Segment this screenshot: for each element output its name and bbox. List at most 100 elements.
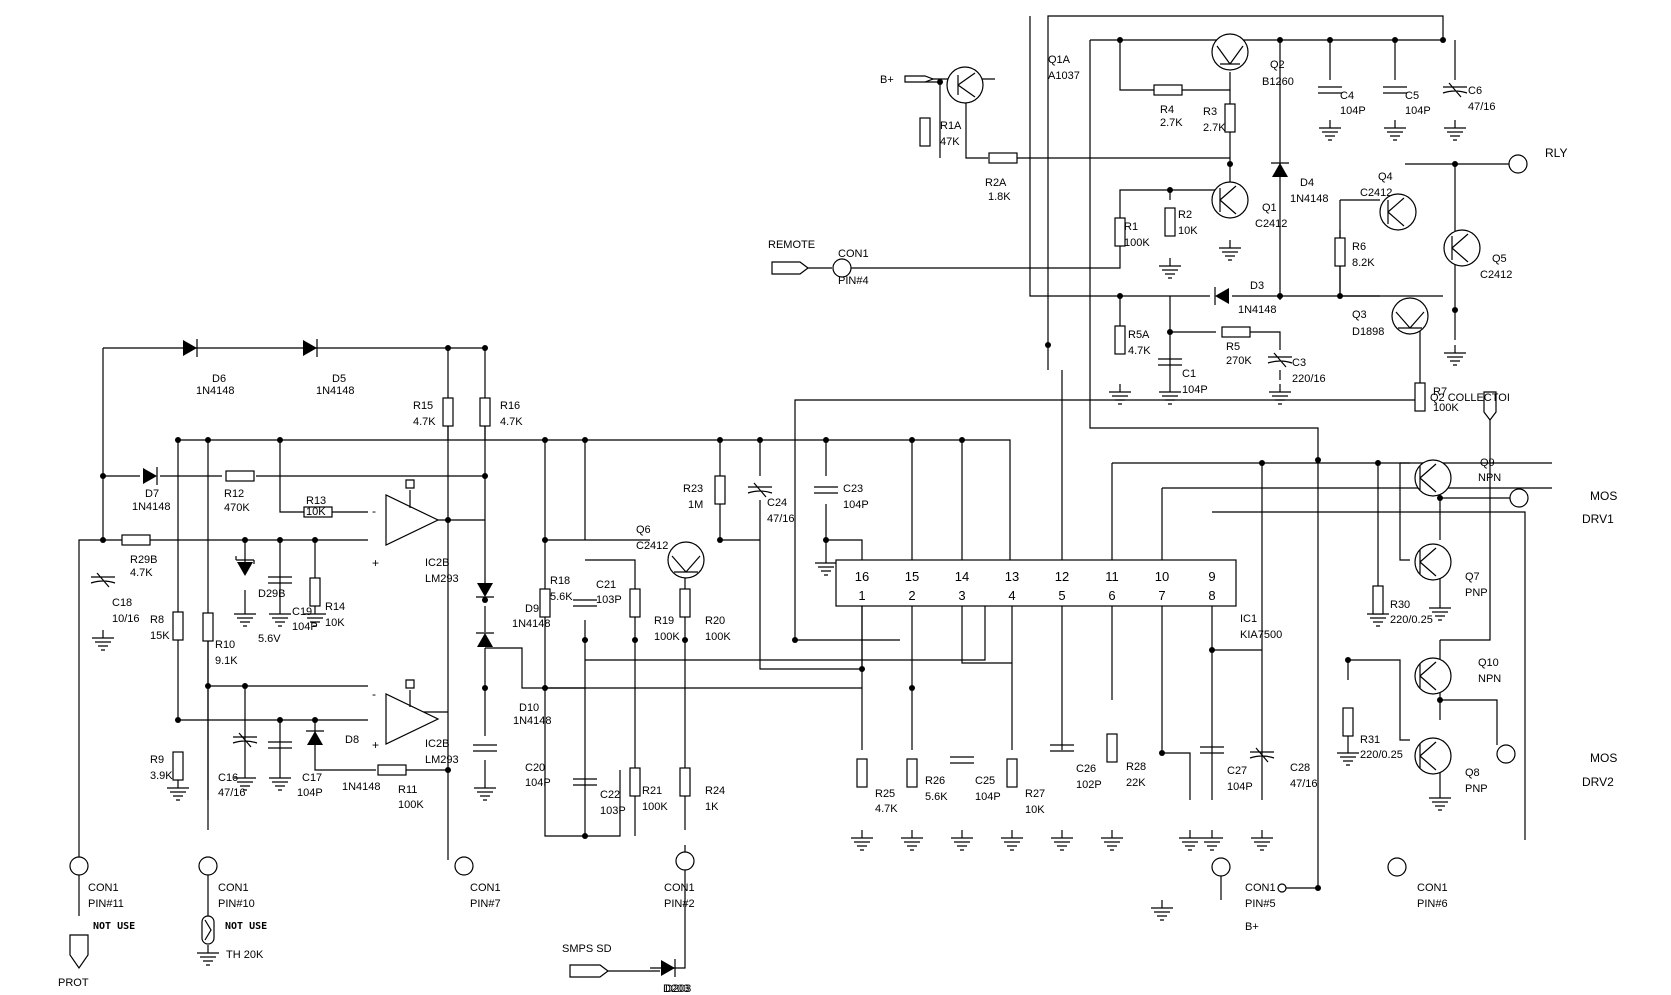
- signal-b-plus-bottom: B+: [1245, 883, 1287, 933]
- svg-text:47/16: 47/16: [767, 513, 795, 525]
- svg-text:100K: 100K: [654, 631, 680, 643]
- svg-text:5: 5: [1058, 588, 1065, 603]
- svg-text:4.7K: 4.7K: [875, 803, 898, 815]
- svg-text:4.7K: 4.7K: [1128, 345, 1151, 357]
- svg-text:RLY: RLY: [1545, 146, 1567, 160]
- svg-text:102P: 102P: [1076, 779, 1102, 791]
- transistor-q10: Q10 NPN: [1414, 657, 1501, 695]
- svg-text:R15: R15: [413, 400, 433, 412]
- ref-label: Q2: [1270, 59, 1285, 71]
- svg-text:4.7K: 4.7K: [500, 416, 523, 428]
- svg-text:100K: 100K: [705, 631, 731, 643]
- svg-text:10K: 10K: [1178, 225, 1198, 237]
- svg-text:11: 11: [1105, 569, 1119, 584]
- svg-text:PIN#11: PIN#11: [88, 898, 124, 910]
- resistor-r5a: R5A 4.7K: [1114, 325, 1151, 357]
- svg-text:13: 13: [1005, 569, 1019, 584]
- svg-text:1: 1: [858, 588, 865, 603]
- svg-text:R29B: R29B: [130, 554, 158, 566]
- svg-text:KIA7500: KIA7500: [1240, 629, 1282, 641]
- transistor-q7: Q7 PNP: [1414, 543, 1488, 599]
- svg-text:PIN#6: PIN#6: [1417, 898, 1448, 910]
- svg-text:R5A: R5A: [1128, 329, 1150, 341]
- transistor-q1: Q1 C2412: [1211, 181, 1287, 230]
- svg-text:R3: R3: [1203, 106, 1217, 118]
- svg-text:NOT USE: NOT USE: [93, 921, 135, 932]
- svg-text:9: 9: [1208, 569, 1215, 584]
- svg-text:PROT: PROT: [58, 977, 89, 989]
- diode-d9: D9 1N4148: [475, 582, 551, 630]
- svg-text:9.1K: 9.1K: [215, 655, 238, 667]
- svg-text:R27: R27: [1025, 788, 1045, 800]
- svg-text:C25: C25: [975, 775, 995, 787]
- svg-text:1N4148: 1N4148: [513, 715, 552, 727]
- svg-text:C27: C27: [1227, 765, 1247, 777]
- part-label: NPN: [1478, 472, 1501, 484]
- svg-text:R18: R18: [550, 575, 570, 587]
- svg-text:DRV1: DRV1: [1582, 512, 1614, 526]
- svg-text:16: 16: [855, 569, 869, 584]
- svg-text:47/16: 47/16: [218, 787, 246, 799]
- diode-d203: D203: [660, 958, 691, 995]
- svg-text:470K: 470K: [224, 502, 250, 514]
- svg-text:R8: R8: [150, 614, 164, 626]
- svg-text:3: 3: [958, 588, 965, 603]
- svg-text:SMPS SD: SMPS SD: [562, 943, 612, 955]
- svg-text:B+: B+: [1245, 921, 1259, 933]
- svg-text:R1: R1: [1124, 221, 1138, 233]
- svg-text:R14: R14: [325, 601, 345, 613]
- svg-text:1M: 1M: [688, 499, 703, 511]
- svg-text:R25: R25: [875, 788, 895, 800]
- svg-text:1N4148: 1N4148: [316, 385, 355, 397]
- ref-label: Q1: [1262, 202, 1277, 214]
- svg-text:C16: C16: [218, 772, 238, 784]
- resistor-r25: R25 4.7K: [856, 758, 898, 815]
- svg-text:C4: C4: [1340, 90, 1354, 102]
- resistor-r3: R32.7K: [1203, 103, 1236, 134]
- transistor-q2: Q2 B1260: [1211, 33, 1294, 88]
- transistor-q6: Q6 C2412: [636, 524, 705, 579]
- svg-text:1N4148: 1N4148: [132, 501, 171, 513]
- svg-text:1N4148: 1N4148: [512, 618, 551, 630]
- signal-smps-sd: SMPS SD: [562, 943, 660, 978]
- svg-text:D3: D3: [1250, 280, 1264, 292]
- svg-text:D9: D9: [525, 603, 539, 615]
- connector-pin5: CON1 PIN#5: [1211, 857, 1276, 910]
- signal-mos-drv1: MOS DRV1: [1509, 488, 1617, 526]
- svg-text:100K: 100K: [398, 799, 424, 811]
- svg-text:R6: R6: [1352, 241, 1366, 253]
- part-label: C2412: [1360, 187, 1392, 199]
- svg-text:C17: C17: [302, 772, 322, 784]
- svg-text:C28: C28: [1290, 762, 1310, 774]
- svg-text:C1: C1: [1182, 368, 1196, 380]
- svg-text:D29B: D29B: [258, 588, 286, 600]
- svg-text:1.8K: 1.8K: [988, 191, 1011, 203]
- signal-q2-collector: Q2 COLLECTOI: [1430, 391, 1510, 421]
- svg-text:LM293: LM293: [425, 573, 459, 585]
- wires: [78, 15, 1552, 969]
- svg-text:PIN#2: PIN#2: [664, 898, 695, 910]
- svg-text:R5: R5: [1226, 341, 1240, 353]
- transistor-q8: Q8 PNP: [1414, 737, 1488, 795]
- part-label: NPN: [1478, 673, 1501, 685]
